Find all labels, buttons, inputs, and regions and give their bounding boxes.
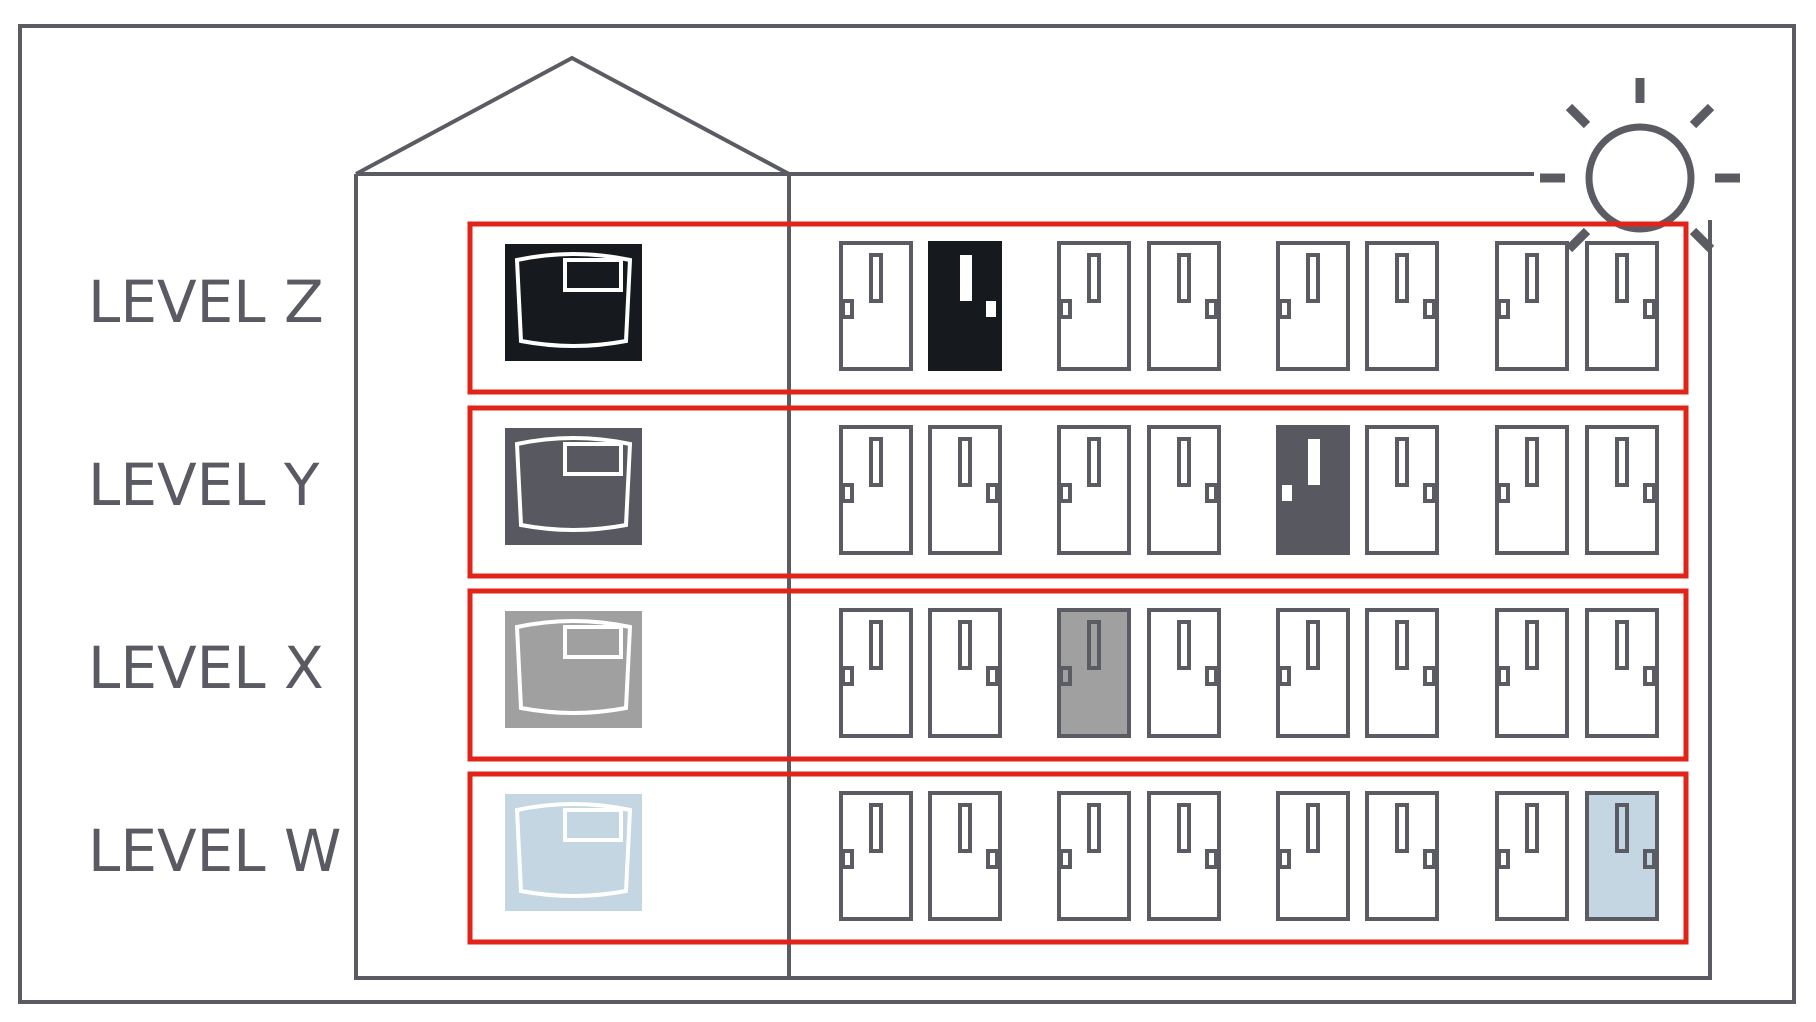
- door-icon: [1495, 425, 1569, 555]
- door-icon: [1585, 425, 1659, 555]
- house-outline-icon: [354, 55, 1712, 980]
- level-highlight-frame: [467, 588, 1689, 762]
- door-icon: [1147, 608, 1221, 738]
- control-panel-icon: [505, 428, 642, 545]
- door-icon: [839, 425, 913, 555]
- door-icon: [1585, 608, 1659, 738]
- door-icon: [1147, 425, 1221, 555]
- door-icon: [1057, 425, 1131, 555]
- level-x-label: LEVEL X: [88, 634, 324, 702]
- door-icon: [1495, 241, 1569, 371]
- sun-icon: [1540, 78, 1740, 278]
- door-icon-highlighted: [1276, 425, 1350, 555]
- door-icon: [839, 791, 913, 921]
- door-icon: [1057, 791, 1131, 921]
- level-row: [467, 771, 1689, 945]
- outer-frame: [18, 24, 1796, 1004]
- door-icon: [1365, 608, 1439, 738]
- door-icon: [1365, 241, 1439, 371]
- level-row: [467, 405, 1689, 579]
- level-highlight-frame: [467, 221, 1689, 395]
- door-icon: [1276, 791, 1350, 921]
- door-icon: [928, 608, 1002, 738]
- door-icon: [839, 608, 913, 738]
- door-icon: [1057, 241, 1131, 371]
- level-w-label: LEVEL W: [88, 817, 342, 885]
- door-icon-highlighted: [1585, 791, 1659, 921]
- control-panel-icon: [505, 611, 642, 728]
- level-row: [467, 588, 1689, 762]
- door-icon: [1276, 608, 1350, 738]
- door-icon: [1365, 425, 1439, 555]
- door-icon: [839, 241, 913, 371]
- door-icon: [928, 425, 1002, 555]
- door-icon: [1365, 791, 1439, 921]
- levels-layer: [467, 221, 1689, 945]
- level-y-label: LEVEL Y: [88, 451, 320, 519]
- door-icon: [1495, 608, 1569, 738]
- door-icon-highlighted: [928, 241, 1002, 371]
- door-icon: [1495, 791, 1569, 921]
- door-icon: [1147, 791, 1221, 921]
- level-row: [467, 221, 1689, 395]
- door-icon: [1276, 241, 1350, 371]
- control-panel-icon: [505, 244, 642, 361]
- control-panel-icon: [505, 794, 642, 911]
- door-icon-highlighted: [1057, 608, 1131, 738]
- level-z-label: LEVEL Z: [88, 268, 324, 336]
- door-icon: [1585, 241, 1659, 371]
- level-highlight-frame: [467, 771, 1689, 945]
- door-icon: [928, 791, 1002, 921]
- door-icon: [1147, 241, 1221, 371]
- level-highlight-frame: [467, 405, 1689, 579]
